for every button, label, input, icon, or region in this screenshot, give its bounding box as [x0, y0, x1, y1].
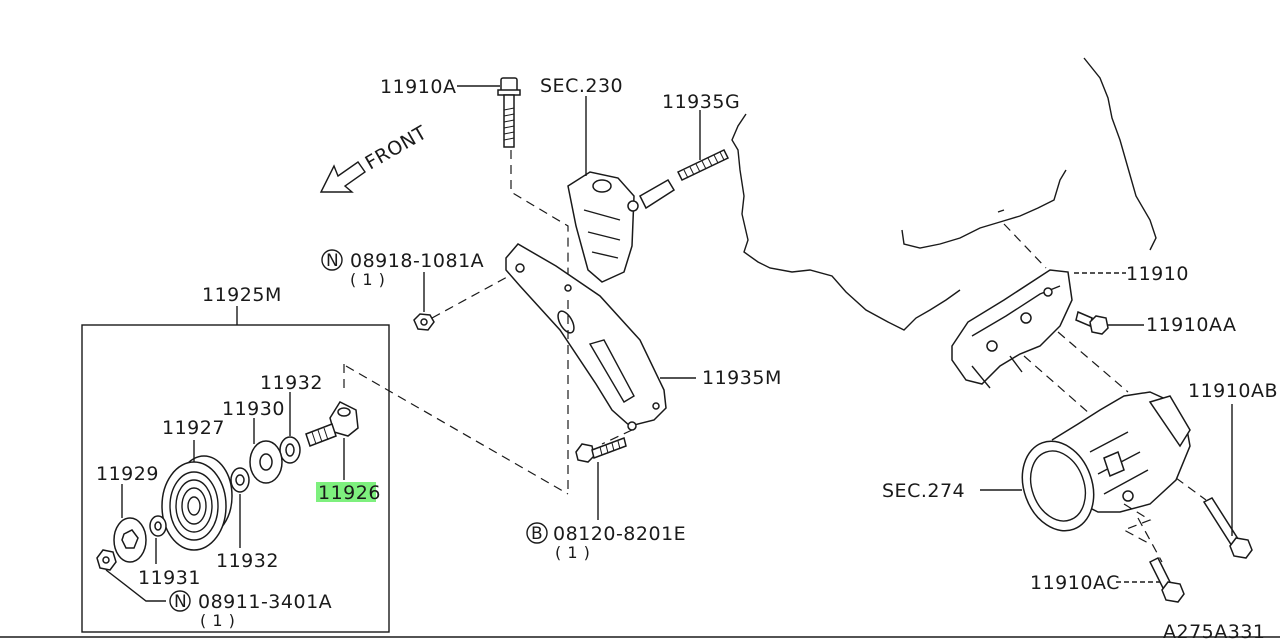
nut-08918-1081a [413, 313, 435, 331]
washer-11931 [149, 515, 167, 537]
bracket-11935m [505, 243, 667, 431]
label-11932-lower: 11932 [216, 550, 279, 572]
pulley-11927 [161, 455, 233, 551]
callout-08918-symbol: N [326, 251, 339, 271]
compressor-sec274 [1021, 391, 1191, 532]
diagram-code: A275A331 [1163, 621, 1266, 640]
stud-11935g [676, 149, 730, 181]
label-11935m: 11935M [702, 367, 782, 389]
callout-08911-qty: ( 1 ) [200, 611, 235, 630]
label-11910ab: 11910AB [1188, 380, 1278, 402]
bolt-11910aa [1075, 310, 1109, 335]
bolt-11910ac [1148, 556, 1185, 603]
callout-08918-number: 08918-1081A [350, 250, 484, 272]
label-11931: 11931 [138, 567, 201, 589]
callout-08918-qty: ( 1 ) [350, 270, 385, 289]
callout-08120-qty: ( 1 ) [555, 543, 590, 562]
label-11910a: 11910A [380, 76, 456, 98]
front-label: FRONT [362, 122, 431, 175]
spacer-11932-upper [279, 436, 301, 464]
callout-08911-number: 08911-3401A [198, 591, 332, 613]
callout-08911-3401a: N 08911-3401A ( 1 ) [169, 590, 332, 630]
spacer-11932-lower [230, 467, 250, 493]
callout-08120-number: 08120-8201E [553, 523, 686, 545]
label-11910ac: 11910AC [1030, 572, 1120, 594]
callout-08120-symbol: B [531, 524, 543, 544]
idler-bolt-11926 [305, 401, 359, 447]
front-arrow: FRONT [319, 122, 431, 193]
highlight-11926 [316, 482, 376, 502]
engine-block-outline [731, 57, 1157, 331]
bolt-11910a [497, 77, 521, 148]
label-11910: 11910 [1126, 263, 1189, 285]
label-11927: 11927 [162, 417, 225, 439]
label-11935g: 11935G [662, 91, 740, 113]
callout-08918-1081a: N 08918-1081A ( 1 ) [321, 249, 484, 289]
bolt-08120-8201e [575, 437, 627, 463]
callout-08911-symbol: N [174, 592, 187, 612]
bracket-11910 [951, 269, 1073, 389]
nut-08911-3401a [96, 549, 117, 571]
bracket-sec230 [567, 171, 676, 283]
label-11930: 11930 [222, 398, 285, 420]
label-11932-upper: 11932 [260, 372, 323, 394]
label-sec274: SEC.274 [882, 480, 965, 502]
label-11926: 11926 [318, 482, 381, 504]
bolt-11910ab [1202, 497, 1253, 559]
cover-11929 [113, 517, 147, 563]
label-11929: 11929 [96, 463, 159, 485]
label-sec230: SEC.230 [540, 75, 623, 97]
pulley-assembly-box [81, 324, 390, 633]
callout-08120-8201e: B 08120-8201E ( 1 ) [526, 522, 686, 562]
washer-11930 [249, 440, 283, 484]
label-11910aa: 11910AA [1146, 314, 1236, 336]
label-11925m: 11925M [202, 284, 282, 306]
